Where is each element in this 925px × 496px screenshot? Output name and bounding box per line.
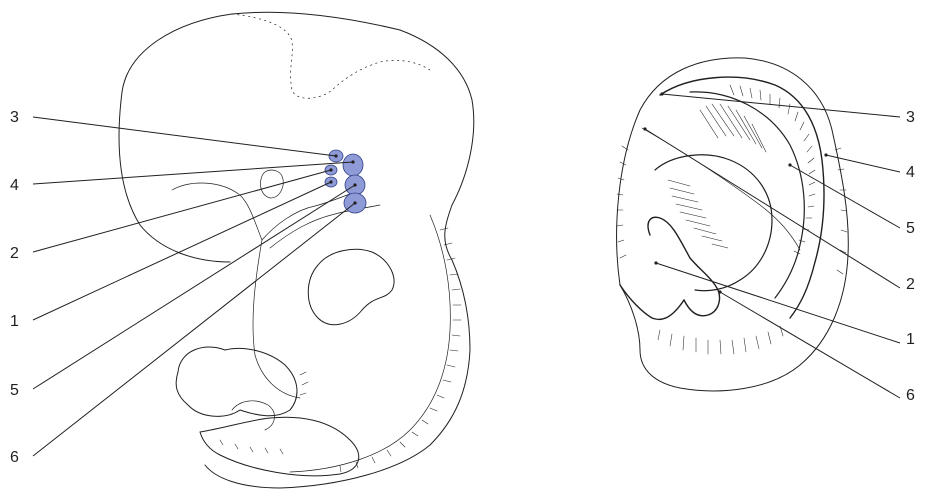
embryo-back-hatching <box>340 228 461 472</box>
leader-auricle-3 <box>662 94 900 117</box>
embryo-trunk-front <box>253 240 300 398</box>
auricle-concha <box>655 155 772 291</box>
embryo-body-outline <box>205 260 470 488</box>
auricle-label-2: 2 <box>906 276 915 293</box>
leader-embryo-2 <box>33 170 331 252</box>
auricle-hatching <box>617 85 847 354</box>
embryo-label-2: 2 <box>10 245 19 262</box>
auricle-leader-lines <box>643 92 900 398</box>
embryo-drawing: 3 4 2 1 5 6 <box>10 12 474 488</box>
embryo-limb-hatching <box>220 372 308 454</box>
leader-auricle-5 <box>790 165 900 228</box>
embryo-labels: 3 4 2 1 5 6 <box>10 109 19 466</box>
auricle-label-4: 4 <box>906 164 915 181</box>
embryo-label-3: 3 <box>10 109 19 126</box>
leader-embryo-3 <box>33 117 336 156</box>
embryo-head-outline <box>122 12 474 260</box>
auricle-outer-outline <box>617 58 849 391</box>
auricle-crus <box>642 128 800 250</box>
embryo-label-1: 1 <box>10 313 19 330</box>
leader-embryo-1 <box>33 182 331 320</box>
auricle-drawing: 3 4 5 2 1 6 <box>617 58 915 404</box>
auricle-label-6: 6 <box>906 387 915 404</box>
embryo-leader-lines <box>33 117 357 456</box>
leader-auricle-4 <box>826 155 900 172</box>
embryo-label-6: 6 <box>10 449 19 466</box>
leader-embryo-4 <box>33 162 353 184</box>
leader-auricle-1 <box>656 263 900 343</box>
leader-auricle-2-start <box>645 129 900 288</box>
auricle-labels: 3 4 5 2 1 6 <box>906 109 915 404</box>
embryo-label-4: 4 <box>10 177 19 194</box>
embryo-tail <box>200 417 359 476</box>
embryo-label-5: 5 <box>10 382 19 399</box>
leader-auricle-6 <box>720 292 900 398</box>
leader-embryo-6 <box>33 203 355 456</box>
hillock-4 <box>343 154 363 176</box>
auricle-label-1: 1 <box>906 331 915 348</box>
auricle-antihelix <box>690 92 804 298</box>
auricle-label-5: 5 <box>906 220 915 237</box>
auricle-label-3: 3 <box>906 109 915 126</box>
embryo-arm-bud <box>308 249 394 324</box>
leader-embryo-5 <box>33 185 355 389</box>
embryo-dotted-contour <box>232 14 430 98</box>
auricle-lobule <box>620 285 684 319</box>
embryo-back-inner <box>290 215 450 472</box>
auricle-helix-rim <box>660 77 824 318</box>
embryo-face-curve <box>172 183 262 240</box>
